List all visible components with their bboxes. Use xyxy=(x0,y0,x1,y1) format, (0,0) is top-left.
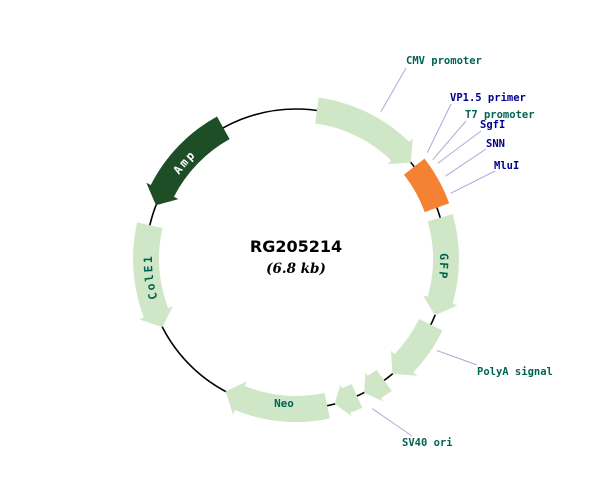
feature-sv40-ori-arrow xyxy=(364,369,392,402)
callout-line-cmv-promoter xyxy=(380,67,407,113)
plasmid-size: (6.8 kb) xyxy=(266,261,326,277)
callout-line-snn xyxy=(445,148,487,177)
callout-line-polya-signal xyxy=(436,350,478,366)
feature-cmv-promoter-arrow xyxy=(315,97,413,165)
feature-gfp-arrow xyxy=(422,214,460,316)
callout-label-t7-promoter: T7 promoter xyxy=(465,109,535,121)
callout-line-sgfi xyxy=(437,130,482,164)
feature-sv40-ori-2-arrow xyxy=(334,384,363,417)
callout-label-polya-signal: PolyA signal xyxy=(477,366,553,378)
callout-label-cmv-promoter: CMV promoter xyxy=(406,55,482,67)
callout-label-sv40-ori: SV40 ori xyxy=(402,437,453,449)
callout-line-vp15-primer xyxy=(426,103,452,153)
feature-polya-arrow xyxy=(390,319,443,376)
feature-amp-arrow xyxy=(146,116,230,206)
callout-label-mlui: MluI xyxy=(494,160,519,172)
plasmid-name: RG205214 xyxy=(250,237,342,256)
feature-neo-arrow xyxy=(225,381,330,423)
callout-label-sgfi: SgfI xyxy=(480,119,505,131)
feature-label-neo: Neo xyxy=(274,397,294,410)
feature-label-cole1: ColE1 xyxy=(141,254,160,301)
callout-line-sv40-ori xyxy=(371,408,413,437)
feature-label-gfp: GFP xyxy=(436,253,451,281)
callout-label-snn: SNN xyxy=(486,138,505,150)
feature-cole1-arrow xyxy=(133,222,173,328)
callout-line-t7-promoter xyxy=(432,120,467,160)
callout-label-vp15-primer: VP1.5 primer xyxy=(450,92,526,104)
callout-line-mlui xyxy=(450,170,496,194)
feature-mcs-segment xyxy=(403,158,450,213)
